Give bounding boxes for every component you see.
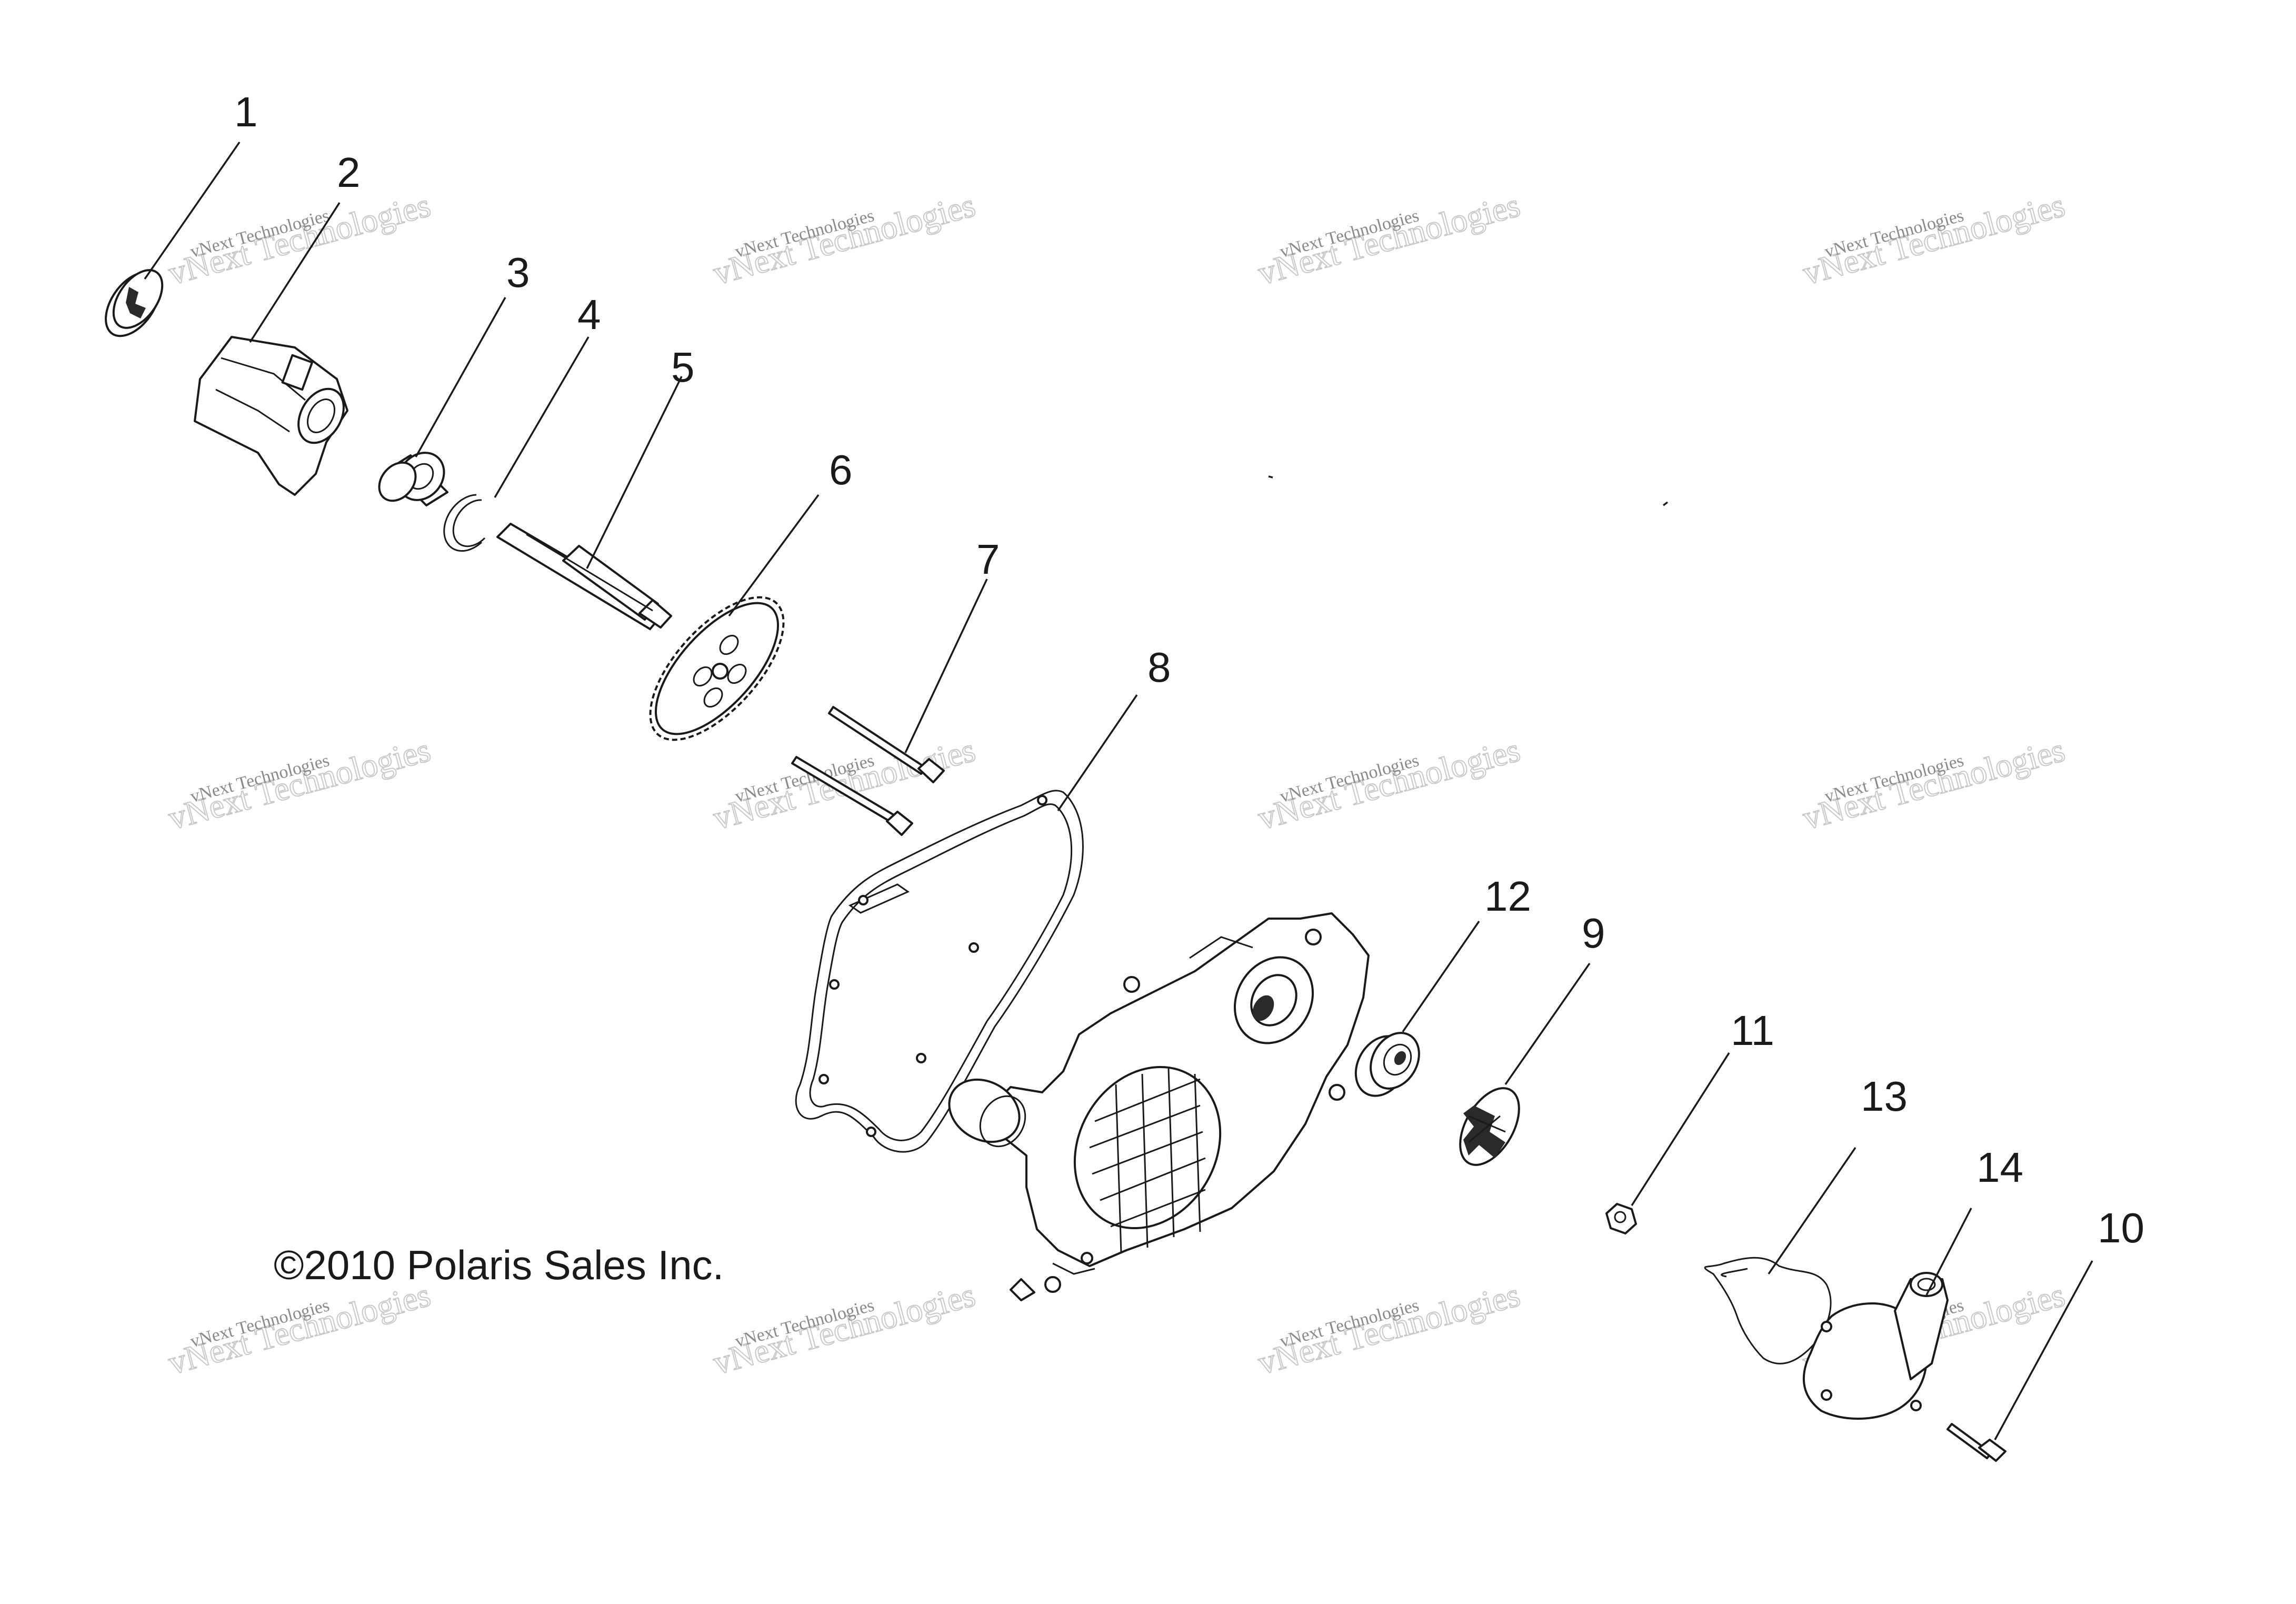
leader-12 (1402, 921, 1480, 1032)
copyright-text: ©2010 Polaris Sales Inc. (274, 1242, 724, 1288)
speck (1662, 501, 1669, 506)
leader-7 (904, 579, 988, 753)
leader-14 (1925, 1208, 1972, 1296)
leader-9 (1504, 963, 1591, 1085)
watermark: vNext Technologies vNext Technologies (708, 730, 980, 837)
callout-5: 5 (671, 344, 695, 391)
part-12-seal[interactable] (1345, 1024, 1429, 1105)
watermark: vNext Technologies vNext Technologies (1253, 185, 1524, 292)
callout-3: 3 (506, 249, 530, 296)
callout-13: 13 (1861, 1073, 1908, 1120)
part-5-shaft[interactable] (496, 523, 672, 630)
part-13-o-ring[interactable] (1704, 1257, 1832, 1364)
watermark: vNext Technologies vNext Technologies (164, 730, 435, 837)
speck (1268, 475, 1273, 479)
callout-8: 8 (1147, 644, 1171, 691)
leader-6 (728, 494, 820, 617)
callout-7: 7 (976, 536, 1000, 583)
watermark: vNext Technologies vNext Technologies (1253, 1275, 1524, 1382)
leader-3 (415, 297, 506, 457)
watermark: vNext Technologies vNext Technologies (708, 1275, 980, 1382)
callout-10: 10 (2098, 1204, 2144, 1251)
callout-11: 11 (1731, 1007, 1774, 1054)
watermark: vNext Technologies vNext Technologies (1798, 730, 2069, 837)
leader-1 (144, 142, 241, 280)
leader-5 (586, 376, 683, 569)
part-14-water-pump-cover[interactable] (1802, 1272, 1949, 1420)
callout-6: 6 (829, 446, 853, 493)
part-6-gear[interactable] (627, 575, 807, 762)
callout-1: 1 (234, 88, 258, 135)
watermark: vNext Technologies vNext Technologies (164, 185, 435, 292)
watermark: vNext Technologies vNext Technologies (1798, 185, 2069, 292)
leader-13 (1768, 1147, 1856, 1274)
watermark: vNext Technologies vNext Technologies (1253, 730, 1524, 837)
callout-12: 12 (1484, 873, 1531, 920)
leader-8 (1057, 694, 1138, 811)
part-2-pump-housing[interactable] (194, 336, 353, 496)
engine-cover[interactable] (938, 912, 1370, 1301)
part-3-bearing[interactable] (372, 444, 453, 510)
part-10-bolt[interactable] (1946, 1423, 2006, 1462)
callout-14: 14 (1976, 1144, 2023, 1191)
part-1-coupling[interactable] (95, 262, 172, 346)
callout-9: 9 (1582, 910, 1605, 957)
part-11-nut[interactable] (1605, 1203, 1637, 1234)
callout-2: 2 (337, 149, 361, 196)
callout-4: 4 (577, 291, 601, 338)
watermark: vNext Technologies vNext Technologies (708, 185, 980, 292)
leader-10 (1994, 1260, 2093, 1440)
part-9-impeller[interactable] (1448, 1078, 1531, 1175)
part-8-gasket[interactable] (795, 790, 1084, 1153)
leader-11 (1631, 1052, 1730, 1206)
leader-4 (494, 336, 590, 498)
leader-2 (249, 202, 341, 343)
part-7-bolts[interactable] (791, 706, 945, 836)
part-4-retaining-ring[interactable] (443, 494, 486, 552)
